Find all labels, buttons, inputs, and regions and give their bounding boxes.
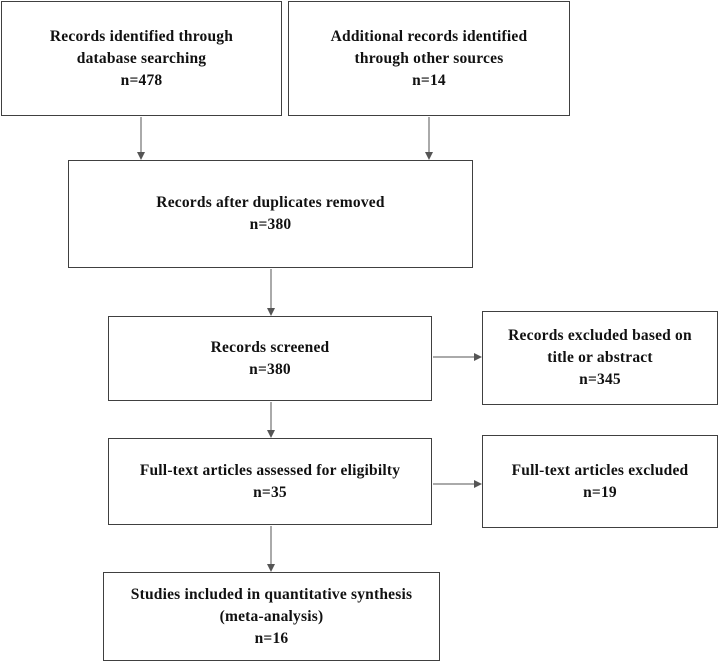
box-count: n=478 <box>120 71 163 89</box>
box-count: n=380 <box>249 216 292 233</box>
box-line: Records after duplicates removed <box>156 194 385 211</box>
box-line: (meta-analysis) <box>219 607 324 625</box>
box-additional-records: Additional records identified through ot… <box>288 1 570 116</box>
box-count: n=345 <box>579 371 621 388</box>
box-records-identified-database: Records identified through database sear… <box>1 1 282 116</box>
box-count: n=16 <box>254 629 289 647</box>
box-studies-included: Studies included in quantitative synthes… <box>103 572 440 661</box>
box-line: Records screened <box>210 338 330 356</box>
box-line: Records identified through <box>49 27 234 45</box>
box-count: n=14 <box>412 71 446 89</box>
box-line: through other sources <box>354 49 504 67</box>
box-count: n=35 <box>253 483 287 501</box>
box-records-excluded-title-abstract: Records excluded based on title or abstr… <box>482 311 718 405</box>
box-line: Records excluded based on <box>508 327 692 344</box>
box-fulltext-excluded: Full-text articles excluded n=19 <box>482 435 718 528</box>
box-count: n=380 <box>249 360 291 378</box>
box-line: title or abstract <box>547 349 653 366</box>
box-line: Full-text articles assessed for eligibil… <box>139 461 401 479</box>
box-line: Full-text articles excluded <box>511 461 689 479</box>
box-records-screened: Records screened n=380 <box>108 316 432 401</box>
box-line: Studies included in quantitative synthes… <box>130 585 413 603</box>
box-fulltext-assessed: Full-text articles assessed for eligibil… <box>108 438 432 525</box>
box-records-after-duplicates: Records after duplicates removed n=380 <box>68 160 473 268</box>
box-line: Additional records identified <box>330 27 528 45</box>
box-count: n=19 <box>583 483 617 501</box>
box-line: database searching <box>76 49 207 67</box>
